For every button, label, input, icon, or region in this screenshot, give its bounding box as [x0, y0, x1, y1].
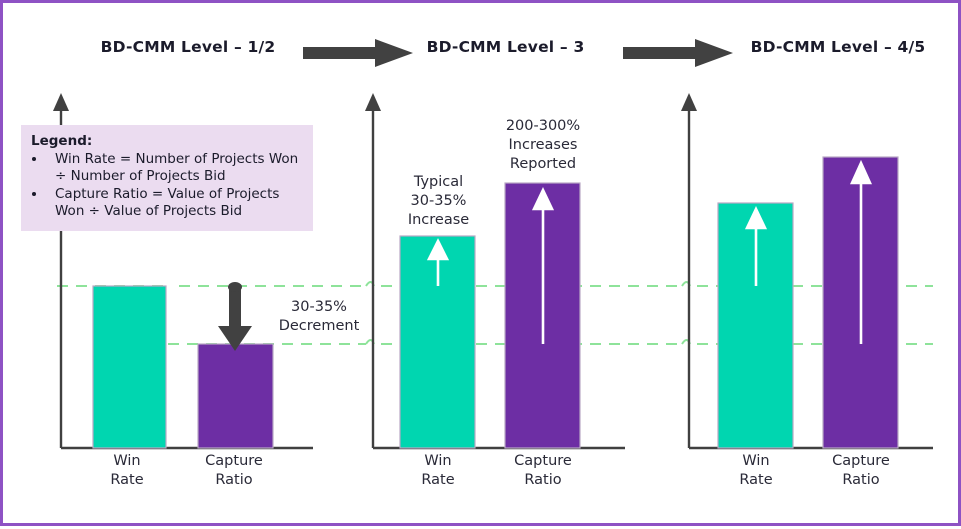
legend-item-win-rate: Win Rate = Number of Projects Won ÷ Numb…	[47, 151, 303, 186]
increase-arrow-capture-ratio-level-3	[531, 186, 555, 344]
increase-arrow-win-rate-level-3	[426, 238, 450, 286]
bar-win-rate-level-1-2	[92, 285, 167, 449]
decrement-arrow	[218, 282, 252, 351]
increase-arrow-win-rate-level-4-5	[744, 205, 768, 286]
bar-capture-ratio-level-1-2	[197, 343, 274, 449]
xlabel-capture-ratio-level-1-2: Capture Ratio	[205, 453, 263, 489]
xlabel-win-rate-level-1-2: Win Rate	[110, 453, 144, 489]
flow-arrow-1	[303, 39, 413, 67]
panel-header-level-3: BD-CMM Level – 3	[426, 38, 585, 56]
panel-header-level-1-2: BD-CMM Level – 1/2	[100, 38, 276, 56]
chart-level-4-5	[681, 93, 933, 450]
xlabel-win-rate-level-3: Win Rate	[421, 453, 455, 489]
panel-header-level-4-5: BD-CMM Level – 4/5	[750, 38, 926, 56]
annotation-increases-reported: 200-300% Increases Reported	[505, 118, 581, 173]
legend-box: Legend: Win Rate = Number of Projects Wo…	[21, 125, 313, 231]
annotation-typical-increase: Typical 30-35% Increase	[407, 174, 470, 229]
chart-level-3	[365, 93, 625, 450]
flow-arrow-2	[623, 39, 733, 67]
xlabel-capture-ratio-level-4-5: Capture Ratio	[832, 453, 890, 489]
xlabel-capture-ratio-level-3: Capture Ratio	[514, 453, 572, 489]
legend-title: Legend:	[31, 133, 93, 149]
legend-list: Win Rate = Number of Projects Won ÷ Numb…	[31, 151, 303, 221]
increase-arrow-capture-ratio-level-4-5	[849, 159, 873, 344]
xlabel-win-rate-level-4-5: Win Rate	[739, 453, 773, 489]
annotation-decrement: 30-35% Decrement	[278, 299, 360, 335]
legend-item-capture-ratio: Capture Ratio = Value of Projects Won ÷ …	[47, 186, 303, 221]
chart-level-1-2	[53, 93, 313, 450]
